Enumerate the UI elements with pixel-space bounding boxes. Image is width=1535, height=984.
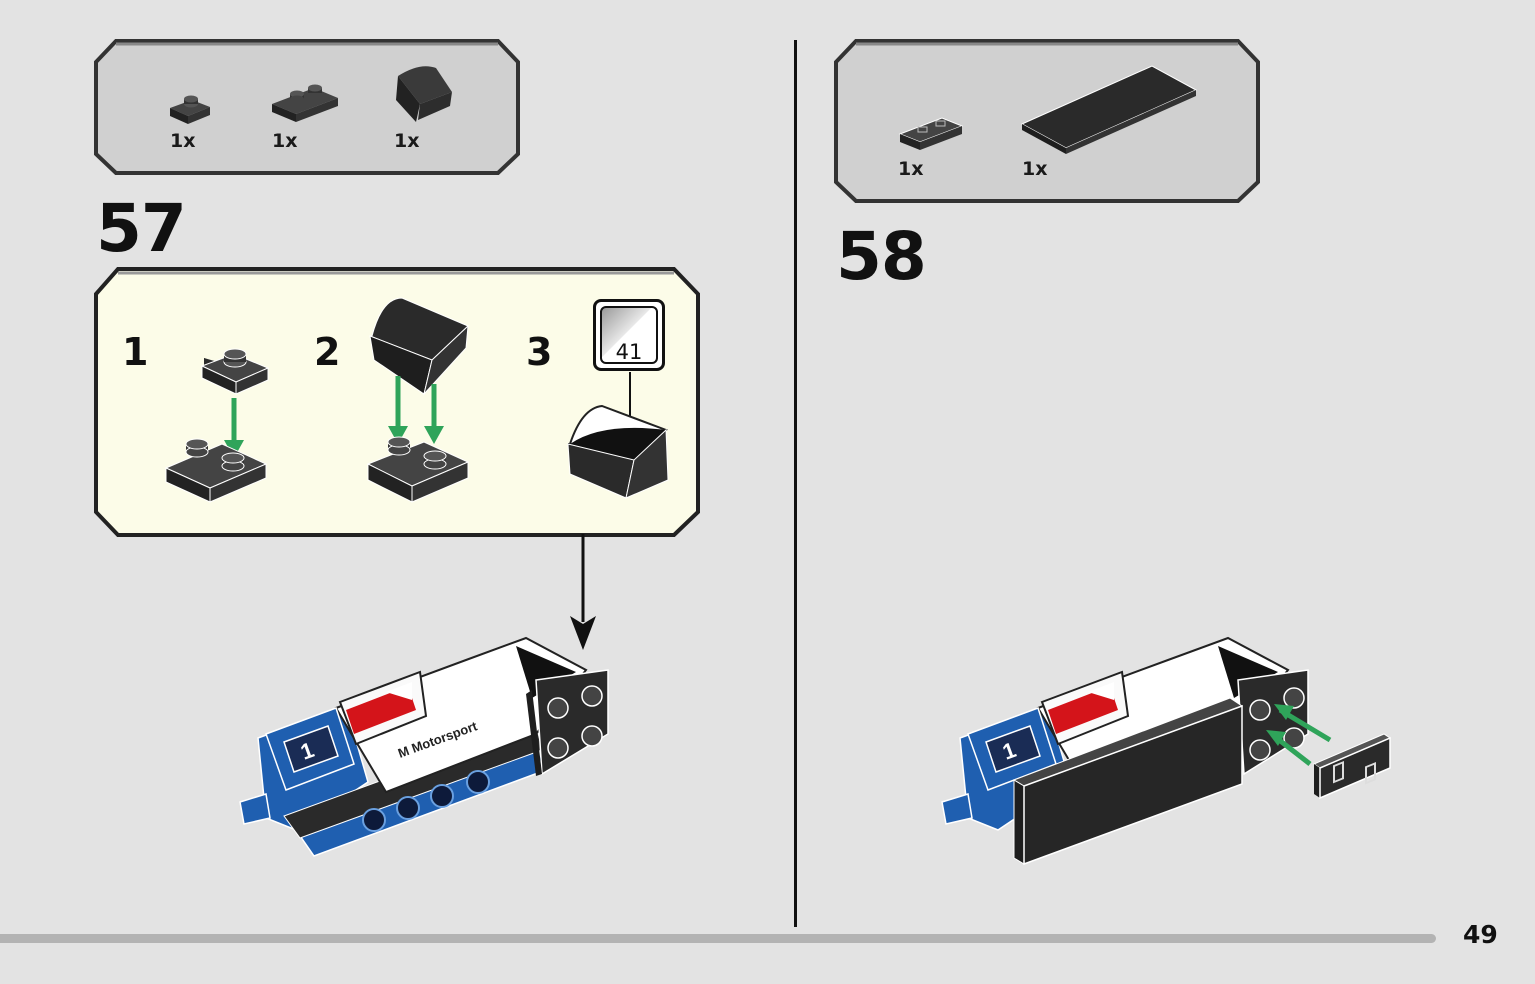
page-footer-bar — [0, 934, 1436, 943]
sticker-callout: 41 — [593, 299, 665, 371]
plate-2x2-black-icon — [272, 84, 338, 122]
step-58-part-2-qty: 1x — [1022, 158, 1048, 180]
step-57-placement-arrow — [570, 534, 596, 650]
curved-slope-black-icon — [396, 66, 452, 122]
plate-1x2-black-icon — [170, 95, 210, 124]
column-divider — [794, 40, 797, 927]
tile-2x6-black-icon — [1020, 65, 1198, 154]
step-57-number: 57 — [96, 190, 187, 267]
step-58-number: 58 — [836, 218, 927, 295]
substep-2-illustration — [366, 297, 470, 503]
sticker-number: 41 — [615, 340, 643, 364]
substep-1-label: 1 — [122, 330, 149, 374]
substep-2-label: 2 — [314, 330, 341, 374]
step-58-part-1-qty: 1x — [898, 158, 924, 180]
step-57-part-2-qty: 1x — [272, 130, 298, 152]
sticker-icon — [600, 306, 658, 364]
step-57-part-1-qty: 1x — [170, 130, 196, 152]
step-57-car-assembly: 1 M Motorsport — [239, 636, 609, 857]
substep-3-illustration — [567, 372, 669, 499]
tile-1x2-grille-black-icon — [898, 117, 964, 150]
substep-1-illustration — [164, 348, 270, 503]
step-58-car-assembly: 1 — [941, 636, 1392, 866]
page-number: 49 — [1463, 920, 1498, 949]
substep-3-label: 3 — [526, 330, 553, 374]
step-57-part-3-qty: 1x — [394, 130, 420, 152]
